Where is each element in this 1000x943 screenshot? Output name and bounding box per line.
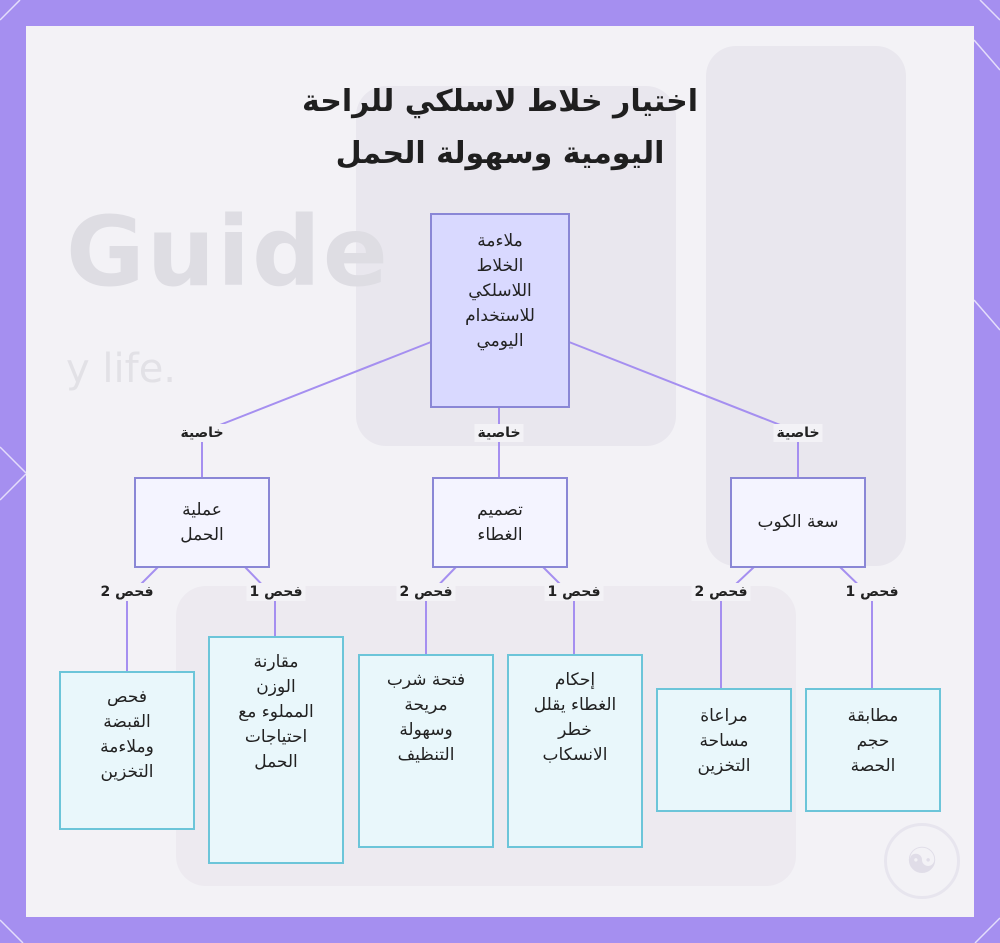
check-node-lid-seal[interactable]: إحكام الغطاء يقلل خطر الانسكاب — [507, 654, 643, 848]
check-node-grip-storage[interactable]: فحص القبضة وملاءمة التخزين — [59, 671, 195, 830]
edge-label-property: خاصية — [177, 424, 227, 442]
check-node-label: مطابقة حجم الحصة — [847, 706, 899, 776]
edge-label-check-2: فحص 2 — [97, 583, 157, 601]
property-node-cup-capacity[interactable]: سعة الكوب — [730, 477, 866, 568]
diagram-title-line-1: اختيار خلاط لاسلكي للراحة — [302, 84, 698, 119]
edge-prop-3-check-1 — [244, 566, 276, 636]
property-node-lid-design[interactable]: تصميم الغطاء — [432, 477, 568, 568]
root-node[interactable]: ملاءمة الخلاط اللاسلكي للاستخدام اليومي — [430, 213, 570, 408]
edge-prop-2-check-2 — [425, 566, 457, 655]
check-node-storage-space[interactable]: مراعاة مساحة التخزين — [656, 688, 792, 812]
check-node-label: مقارنة الوزن المملوء مع احتياجات الحمل — [238, 652, 314, 772]
background-watermark-sub: y life. — [66, 346, 177, 392]
edge-label-check-1: فحص 1 — [246, 583, 306, 601]
edge-root-to-prop-1 — [568, 341, 799, 478]
property-node-label: سعة الكوب — [757, 512, 839, 532]
edge-prop-2-check-1 — [542, 566, 575, 655]
edge-label-check-1: فحص 1 — [544, 583, 604, 601]
check-node-label: إحكام الغطاء يقلل خطر الانسكاب — [533, 670, 617, 765]
check-node-portion-size[interactable]: مطابقة حجم الحصة — [805, 688, 941, 812]
check-node-drinking-spout[interactable]: فتحة شرب مريحة وسهولة التنظيف — [358, 654, 494, 848]
edge-label-check-2: فحص 2 — [691, 583, 751, 601]
check-node-label: مراعاة مساحة التخزين — [697, 706, 751, 776]
brand-logo-icon: ☯ — [884, 823, 960, 899]
edge-root-to-prop-3 — [201, 341, 432, 478]
property-node-portability[interactable]: عملية الحمل — [134, 477, 270, 568]
edge-label-property: خاصية — [773, 424, 823, 442]
check-node-weight-compare[interactable]: مقارنة الوزن المملوء مع احتياجات الحمل — [208, 636, 344, 864]
edge-label-check-2: فحص 2 — [396, 583, 456, 601]
diagram-title: اختيار خلاط لاسلكي للراحة اليومية وسهولة… — [0, 76, 1000, 180]
diagram-title-line-2: اليومية وسهولة الحمل — [335, 136, 665, 171]
root-node-label: ملاءمة الخلاط اللاسلكي للاستخدام اليومي — [465, 231, 535, 351]
check-node-label: فتحة شرب مريحة وسهولة التنظيف — [386, 670, 466, 765]
background-watermark: Guide — [66, 196, 390, 308]
edge-label-check-1: فحص 1 — [842, 583, 902, 601]
edge-label-property: خاصية — [474, 424, 524, 442]
check-node-label: فحص القبضة وملاءمة التخزين — [100, 687, 154, 782]
property-node-label: عملية الحمل — [180, 499, 224, 545]
property-node-label: تصميم الغطاء — [477, 499, 523, 545]
